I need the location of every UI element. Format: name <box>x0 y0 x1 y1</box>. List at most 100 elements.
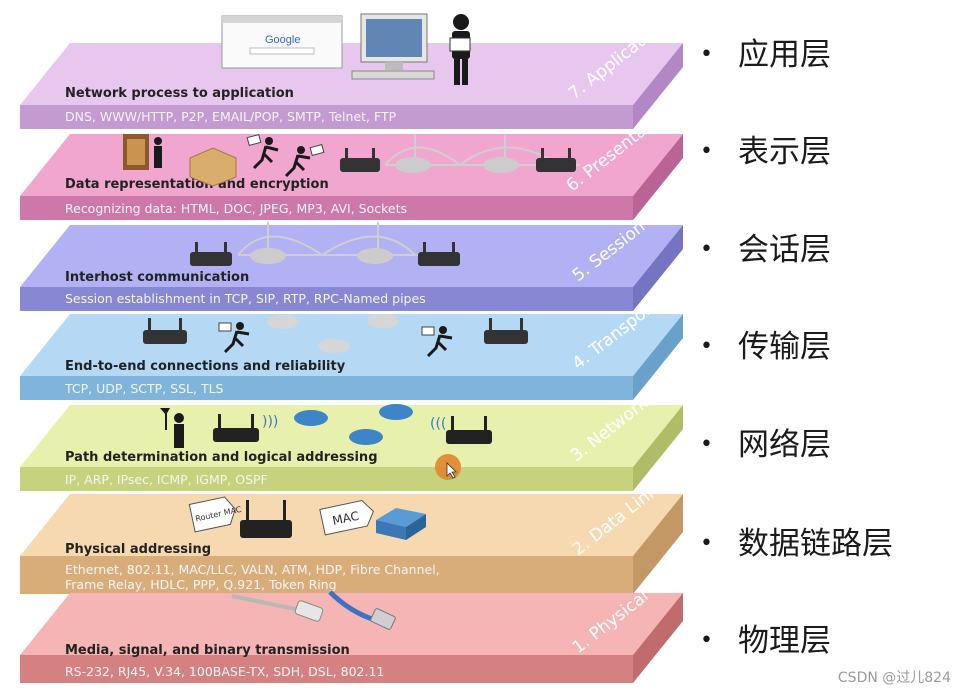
layer-data-link: Physical addressing Ethernet, 802.11, MA… <box>20 481 683 594</box>
router-device-icon <box>379 404 413 420</box>
wireless-router-icon <box>418 242 460 266</box>
layer-top-face <box>20 314 683 376</box>
router-device-icon <box>357 248 393 264</box>
bullet-icon: • <box>700 237 713 262</box>
bullet-icon: • <box>700 42 713 67</box>
watermark: CSDN @过儿824 <box>837 670 951 686</box>
router-device-icon <box>367 314 399 328</box>
layer-side-face <box>633 134 683 220</box>
network-switch-icon <box>376 508 426 540</box>
layer-side-face <box>633 314 683 400</box>
cn-layer-name: 网络层 <box>738 427 831 463</box>
layer-side-face <box>633 43 683 129</box>
wireless-router-icon <box>446 416 492 444</box>
layer-front-face <box>20 105 633 129</box>
layer-network: Path determination and logical addressin… <box>20 393 683 491</box>
wireless-router-icon <box>213 414 259 442</box>
layer-protocols: IP, ARP, IPsec, ICMP, IGMP, OSPF <box>65 472 268 487</box>
layer-title: End-to-end connections and reliability <box>65 359 346 374</box>
layer-protocols: Ethernet, 802.11, MAC/LLC, VALN, ATM, HD… <box>65 562 440 577</box>
wireless-router-icon <box>484 318 528 344</box>
layer-protocols: RS-232, RJ45, V.34, 100BASE-TX, SDH, DSL… <box>65 664 384 679</box>
router-device-icon <box>483 157 519 173</box>
wireless-router-icon <box>190 242 232 266</box>
layer-side-face <box>633 494 683 594</box>
running-courier-icon <box>421 326 453 358</box>
mouse-pointer-icon <box>446 462 457 479</box>
wifi-signal-icon: ((( <box>430 416 446 432</box>
cn-layer-name: 物理层 <box>738 623 831 659</box>
cn-layer-name: 会话层 <box>738 232 831 268</box>
person-with-flag-icon <box>160 408 184 448</box>
desktop-computer-icon <box>351 13 435 80</box>
layer-title: Path determination and logical addressin… <box>65 450 378 465</box>
layer-front-face <box>20 196 633 220</box>
layer-presentation: Data representation and encryption Recog… <box>20 101 683 220</box>
layer-title: Data representation and encryption <box>65 177 329 192</box>
router-mac-tag-icon: Router MAC <box>188 496 243 533</box>
wireless-router-icon <box>536 148 576 172</box>
layer-side-face <box>633 225 683 311</box>
layer-protocols: TCP, UDP, SCTP, SSL, TLS <box>64 381 224 396</box>
layer-side-face <box>633 593 683 683</box>
list-item: • 数据链路层 <box>700 524 893 564</box>
layer-front-face <box>20 376 633 400</box>
user-with-letter-icon <box>449 14 471 85</box>
router-device-icon <box>395 157 431 173</box>
layer-protocols: DNS, WWW/HTTP, P2P, EMAIL/POP, SMTP, Tel… <box>65 109 397 124</box>
list-item: •应用层 <box>700 35 831 75</box>
router-device-icon <box>294 410 328 426</box>
bullet-icon: • <box>700 628 713 653</box>
layer-physical: Media, signal, and binary transmission R… <box>20 586 683 683</box>
wifi-signal-icon: ))) <box>262 414 278 430</box>
list-item: • 物理层 <box>700 621 831 661</box>
browser-window-icon: Google <box>221 15 343 69</box>
chinese-layer-names-list: •应用层 • 表示层 • 会话层 • 传输层 • 网络层 • 数据链路层 • 物理层 <box>700 0 940 693</box>
fiber-cable-icon <box>231 594 324 622</box>
wireless-router-icon <box>143 318 187 344</box>
layer-protocols: Recognizing data: HTML, DOC, JPEG, MP3, … <box>65 201 407 216</box>
mac-tag-label: MAC <box>331 509 360 528</box>
package-box-icon <box>189 147 237 187</box>
bullet-icon: • <box>700 139 713 164</box>
layer-title: Physical addressing <box>65 542 211 557</box>
layer-protocols: Session establishment in TCP, SIP, RTP, … <box>65 291 426 306</box>
layer-front-face <box>20 655 633 683</box>
cn-layer-name: 表示层 <box>738 134 831 170</box>
layer-transport: End-to-end connections and reliability T… <box>20 296 683 400</box>
person-icon <box>154 137 162 168</box>
layer-front-face <box>20 467 633 491</box>
mac-tag-icon: MAC <box>319 499 375 536</box>
layer-title: Interhost communication <box>65 270 249 285</box>
layer-front-face <box>20 287 633 311</box>
running-courier-icon <box>284 143 325 178</box>
cn-layer-name: 数据链路层 <box>738 526 893 562</box>
cn-layer-name: 传输层 <box>738 329 831 365</box>
bullet-icon: • <box>700 334 713 359</box>
wireless-router-icon <box>240 500 292 538</box>
router-device-icon <box>349 429 383 445</box>
bullet-icon: • <box>700 531 713 556</box>
layer-title: Media, signal, and binary transmission <box>65 643 350 658</box>
ethernet-cable-icon <box>328 590 396 630</box>
layer-application: Network process to application DNS, WWW/… <box>20 13 683 129</box>
router-device-icon <box>250 248 286 264</box>
list-item: • 传输层 <box>700 327 831 367</box>
layer-front-face <box>20 556 633 594</box>
list-item: • 会话层 <box>700 230 831 270</box>
wireless-router-icon <box>340 148 380 172</box>
layer-session: Interhost communication Session establis… <box>20 217 683 311</box>
bullet-icon: • <box>700 432 713 457</box>
layer-protocols: Frame Relay, HDLC, PPP, Q.921, Token Rin… <box>65 577 337 592</box>
running-courier-icon <box>246 133 279 170</box>
layer-title: Network process to application <box>65 86 294 101</box>
door-icon <box>123 134 149 170</box>
layer-top-face <box>20 593 683 655</box>
running-courier-icon <box>218 322 250 354</box>
layer-side-face <box>633 405 683 491</box>
router-device-icon <box>267 315 299 329</box>
router-device-icon <box>318 339 350 353</box>
list-item: • 网络层 <box>700 425 831 465</box>
list-item: • 表示层 <box>700 132 831 172</box>
